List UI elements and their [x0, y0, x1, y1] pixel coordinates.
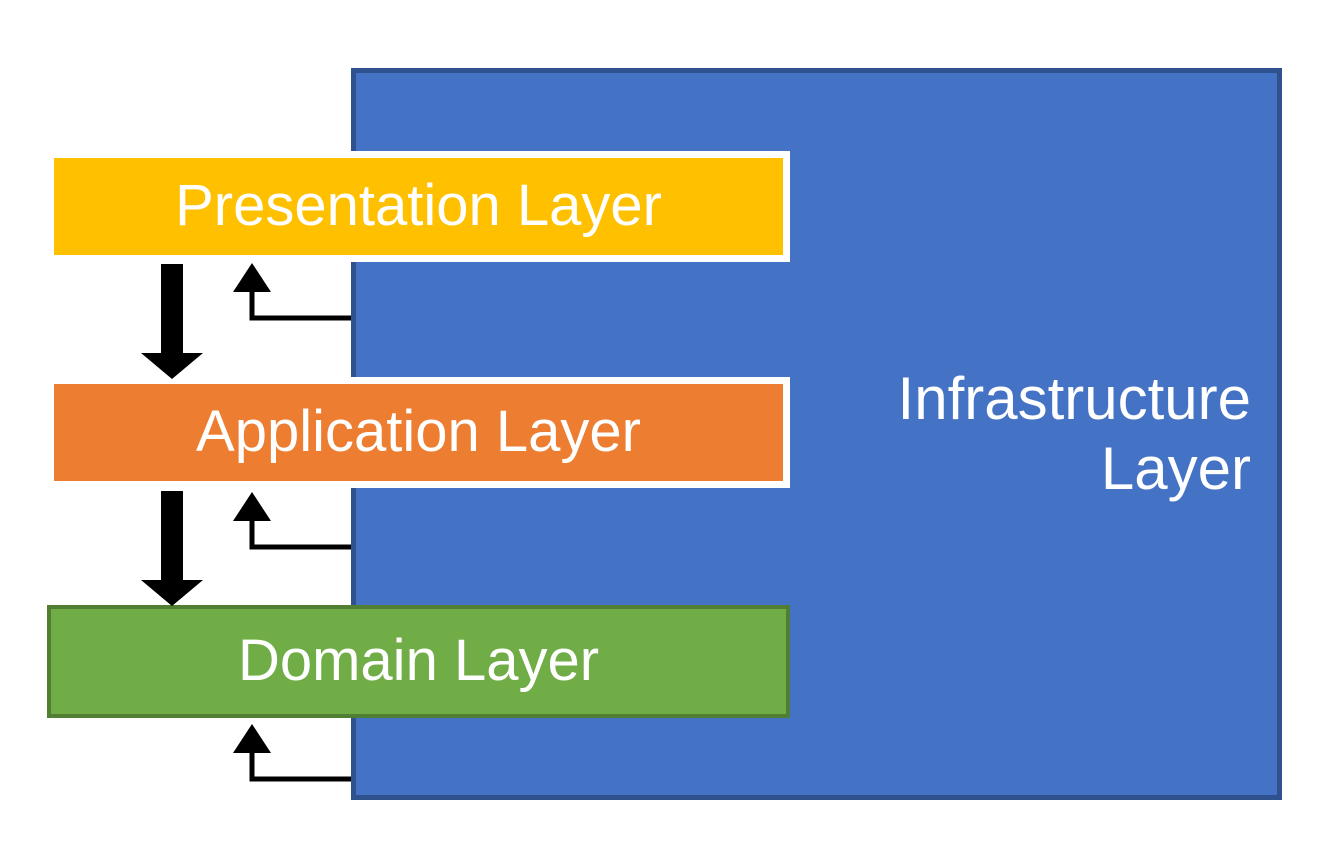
infrastructure-layer-label: Infrastructure Layer: [897, 365, 1251, 502]
application-layer-label: Application Layer: [196, 399, 641, 465]
presentation-layer-box[interactable]: Presentation Layer: [47, 151, 790, 262]
arrow-presentation-to-application: [141, 264, 203, 379]
domain-layer-label: Domain Layer: [237, 628, 600, 694]
domain-layer-box[interactable]: Domain Layer: [47, 605, 790, 718]
arrow-infrastructure-to-application: [233, 492, 351, 550]
arrow-infrastructure-to-presentation: [233, 263, 351, 321]
arrow-infrastructure-to-domain: [233, 724, 351, 782]
presentation-layer-label: Presentation Layer: [175, 173, 662, 239]
arrow-application-to-domain: [141, 491, 203, 606]
application-layer-box[interactable]: Application Layer: [47, 377, 790, 488]
